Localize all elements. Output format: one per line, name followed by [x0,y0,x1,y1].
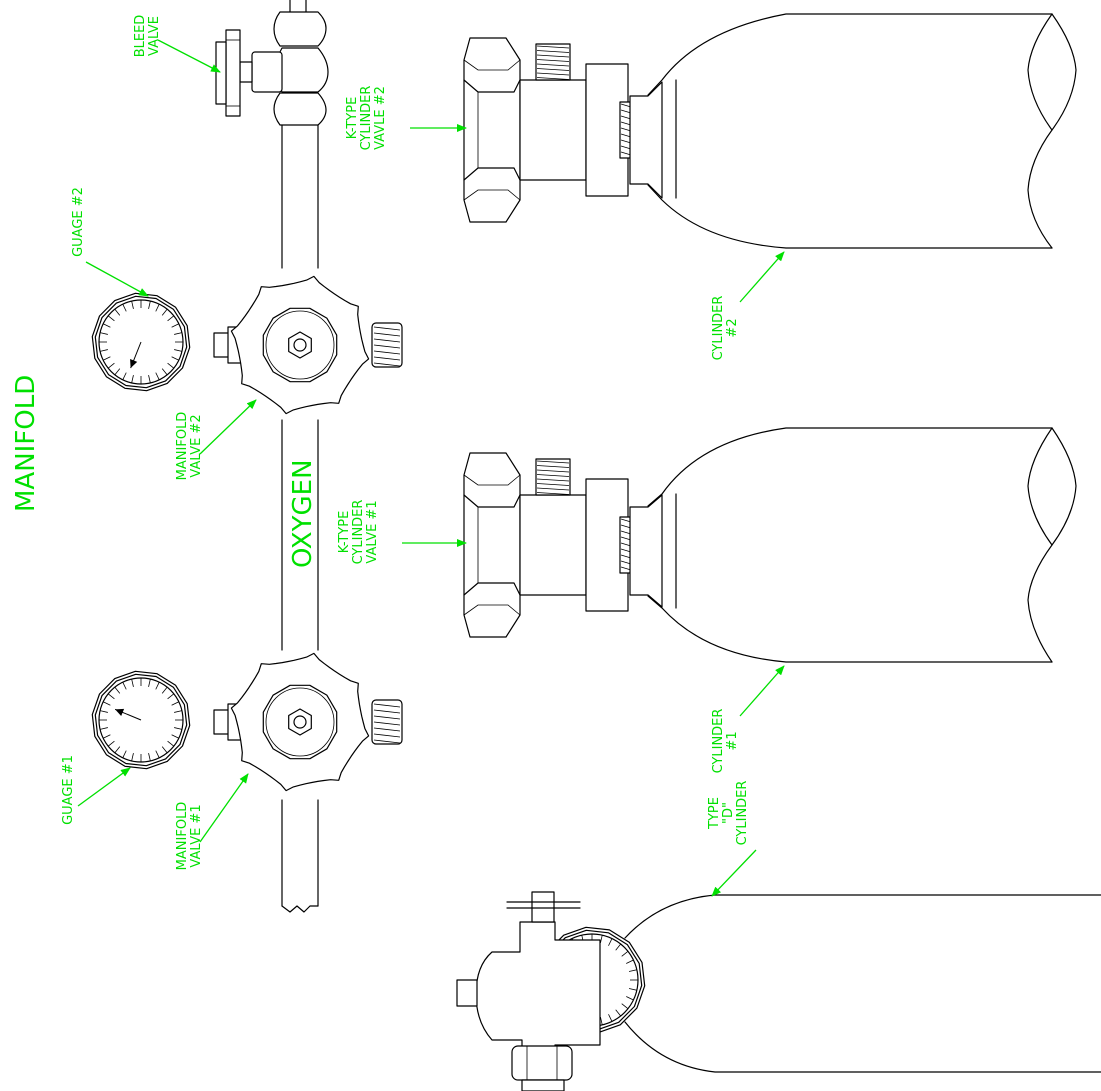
k-type-valve-2-label-line-1: K-TYPE [345,97,360,140]
bleed-valve-label-line-1: BLEED [133,15,148,58]
manifold-valve-1-label-line-2: VALVE #1 [189,804,204,867]
manifold-title: MANIFOLD [11,375,41,512]
cylinder-2-label-line-2: #2 [725,318,740,337]
cylinder-1-body [629,427,1077,663]
labels-layer: MANIFOLD OXYGEN [11,375,318,568]
manifold-valve-2-label-line-2: VALVE #2 [189,414,204,477]
cylinder-1-label-line-1: CYLINDER [711,709,726,774]
guage-1-arrow [77,767,131,807]
manifold-valve-1-body [213,652,403,792]
gauge-1-dial [91,670,191,770]
manifold-valve-1-label-line-1: MANIFOLD [175,802,190,871]
manifold-valve-2-label-line-1: MANIFOLD [175,412,190,481]
guage-2-label: GUAGE #2 [71,187,86,257]
type-d-cylinder-label: TYPE"D"CYLINDER [707,781,750,846]
k-type-valve-1-label-line-1: K-TYPE [337,511,352,554]
manifold-valve-1-arrow [199,773,249,843]
cylinder-1-arrow [739,665,785,717]
k-type-valve-2-body [463,37,633,223]
manifold-pipe [281,0,319,913]
callout-arrows [77,39,785,897]
k-type-valve-1-body [463,452,633,638]
k-type-valve-1-label-line-3: VALVE #1 [365,500,380,563]
manifold-valve-2-arrow [199,399,257,455]
k-type-valve-2-label-line-3: VAVLE #2 [373,86,388,150]
cylinder-2-label-line-1: CYLINDER [711,296,726,361]
bleed-valve-label-line-2: VALVE [147,16,162,56]
bleed-valve-arrow [157,39,221,73]
guage-1-label-line-1: GUAGE #1 [61,755,76,825]
k-type-valve-1-label-line-2: CYLINDER [351,500,366,565]
manifold-valve-2-body [213,275,403,415]
type-d-cylinder-arrow [711,849,757,897]
cylinder-1-label: CYLINDER#1 [711,709,740,774]
guage-1-label: GUAGE #1 [61,755,76,825]
oxygen-label: OXYGEN [288,459,318,568]
cylinder-2-body [629,13,1077,249]
gauge-2-dial [91,292,191,392]
type-d-cylinder-label-line-3: CYLINDER [735,781,750,846]
type-d-cylinder-label-line-2: "D" [721,802,736,824]
cylinder-2-label: CYLINDER#2 [711,296,740,361]
k-type-valve-2-label-line-2: CYLINDER [359,86,374,151]
guage-2-arrow [85,261,149,297]
cylinder-1-label-line-2: #1 [725,731,740,750]
type-d-cylinder-body [456,891,1101,1091]
guage-2-label-line-1: GUAGE #2 [71,187,86,257]
bleed-valve-fitting [215,11,329,126]
cylinder-2-arrow [739,251,785,303]
type-d-cylinder-label-line-1: TYPE [707,797,722,830]
